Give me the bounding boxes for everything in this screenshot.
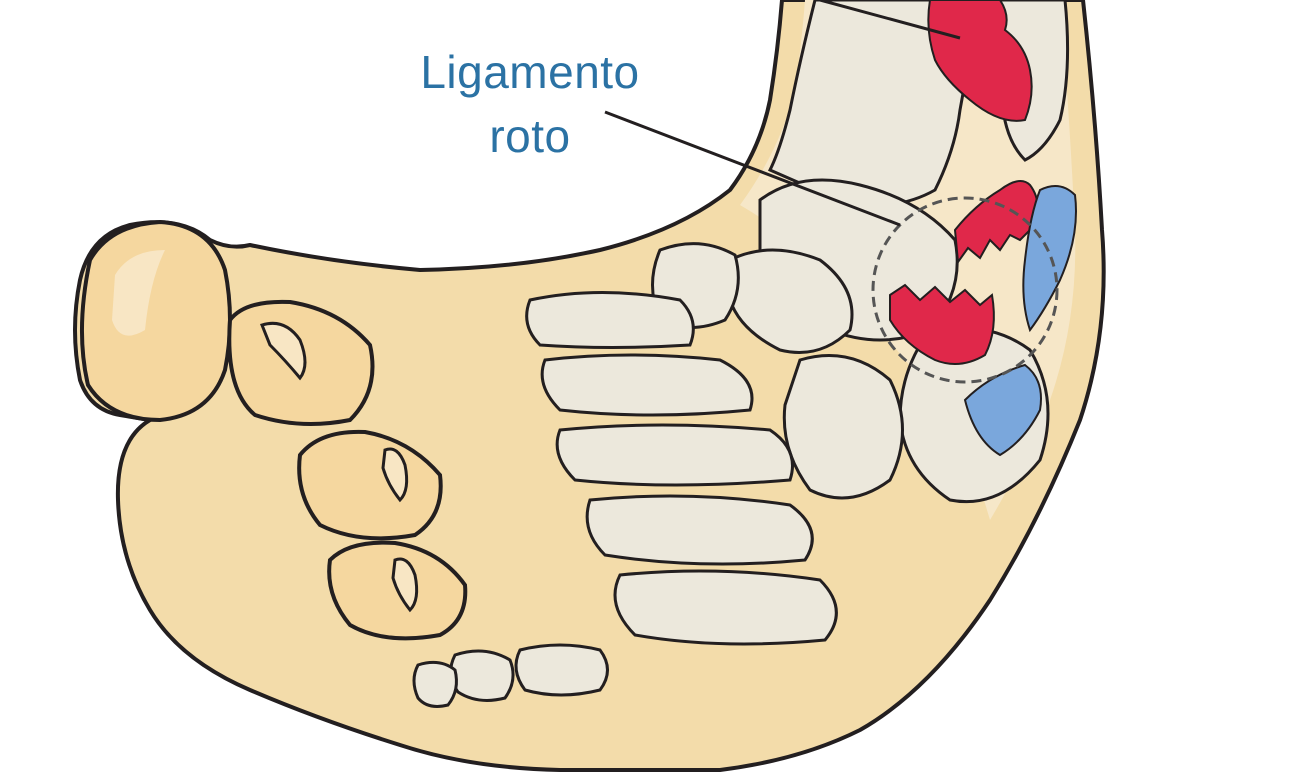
- phalanx-bone: [412, 660, 458, 708]
- metatarsal-bone: [585, 494, 814, 566]
- metatarsal-bone: [613, 569, 838, 646]
- big-toe-highlight: [112, 250, 165, 336]
- callout-leader-line-top: [819, 0, 961, 40]
- metatarsal-bone: [525, 291, 695, 349]
- torn-ligament-upper: [927, 0, 1033, 122]
- phalanx-bone: [449, 649, 515, 702]
- callout-leader-line: [604, 110, 901, 227]
- toe: [297, 429, 443, 541]
- navicular-bone: [728, 248, 854, 354]
- callout-label-line-1: Ligamento: [420, 46, 640, 98]
- metatarsal-bone: [555, 423, 794, 487]
- injury-highlight-circle: [871, 196, 1059, 384]
- phalanx-bone: [514, 643, 609, 697]
- intact-ligament-upper: [1022, 185, 1077, 333]
- toenail: [260, 321, 307, 381]
- toenail: [381, 447, 409, 503]
- torn-ligament-lower: [889, 283, 995, 365]
- toenail: [391, 557, 419, 613]
- metatarsal-bone: [540, 353, 754, 417]
- cuboid-bone: [782, 354, 904, 500]
- callout-label-line-2: roto: [489, 110, 571, 162]
